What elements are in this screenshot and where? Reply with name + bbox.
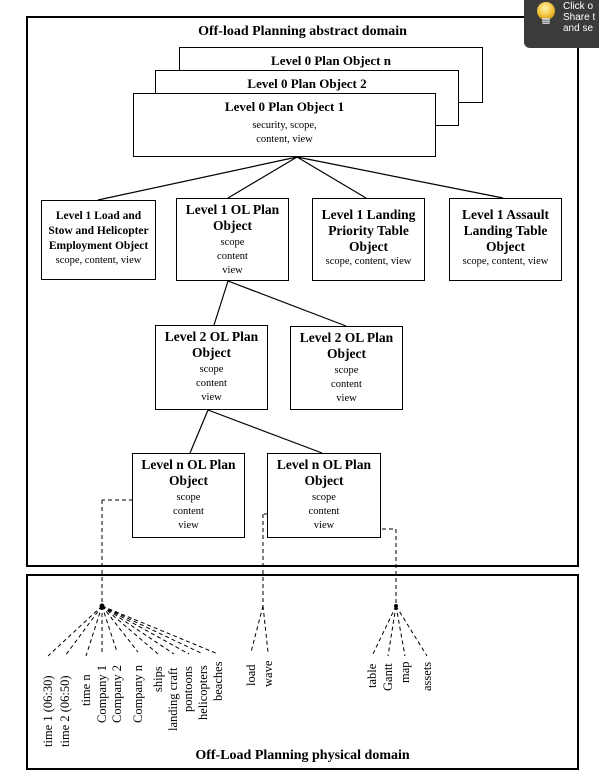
level1-assault-landing-attrs: scope, content, view — [462, 256, 549, 267]
level1-load-stow-attrs: scope, content, view — [55, 255, 142, 266]
scope-item-company-n: Company n — [131, 665, 145, 723]
level2-ol-plan-object-left: Level 2 OL Plan Object scope content vie… — [155, 325, 268, 410]
physical-domain-frame — [26, 574, 579, 770]
view-item-gantt: Gantt — [381, 663, 395, 691]
leveln-left-scope: scope — [176, 492, 201, 503]
level1-assault-landing-object: Level 1 Assault Landing Table Object sco… — [449, 198, 562, 281]
view-item-map: map — [398, 661, 412, 683]
level2-right-view: view — [336, 393, 357, 404]
level1-assault-landing-line3: Object — [486, 239, 525, 254]
level0-object-1: Level 0 Plan Object 1 security, scope, c… — [133, 93, 436, 157]
content-item-load: load — [244, 664, 258, 686]
level1-load-stow-object: Level 1 Load and Stow and Helicopter Emp… — [41, 200, 156, 280]
view-item-assets: assets — [420, 661, 434, 691]
scope-item-ships: ships — [151, 666, 165, 692]
level2-right-line2: Object — [327, 346, 366, 361]
physical-domain-title: Off-Load Planning physical domain — [195, 748, 410, 763]
level0-object-1-attrs-1: security, scope, — [252, 120, 317, 131]
level1-ol-plan-scope: scope — [220, 237, 245, 248]
level0-object-2-title: Level 0 Plan Object 2 — [247, 76, 367, 91]
tooltip-line-3: and se — [563, 23, 594, 34]
level2-left-line2: Object — [192, 345, 231, 360]
scope-item-company-2: Company 2 — [110, 665, 124, 723]
leveln-right-content: content — [308, 506, 340, 517]
leveln-right-line2: Object — [304, 473, 344, 488]
leveln-right-view: view — [313, 520, 335, 531]
leveln-left-line2: Object — [169, 473, 208, 488]
level1-ol-plan-line2: Object — [213, 218, 252, 233]
scope-item-time-2: time 2 (06:50) — [58, 675, 72, 747]
scope-item-pontoons: pontoons — [181, 666, 195, 712]
level1-ol-plan-view: view — [222, 265, 243, 276]
level1-landing-priority-line2: Priority Table — [328, 223, 409, 238]
tooltip-line-2: Share t — [563, 12, 596, 23]
scope-item-company-1: Company 1 — [95, 665, 109, 723]
leveln-left-content: content — [173, 506, 204, 517]
level2-right-scope: scope — [334, 365, 359, 376]
level0-object-n-title: Level 0 Plan Object n — [271, 53, 391, 68]
level2-right-line1: Level 2 OL Plan — [299, 330, 394, 345]
share-tooltip[interactable]: Click o Share t and se — [524, 0, 599, 48]
level2-left-scope: scope — [199, 364, 224, 375]
scope-item-time-n: time n — [79, 674, 93, 706]
level1-landing-priority-attrs: scope, content, view — [325, 256, 412, 267]
level2-ol-plan-object-right: Level 2 OL Plan Object scope content vie… — [290, 326, 403, 410]
leveln-ol-plan-object-right: Level n OL Plan Object scope content vie… — [267, 453, 381, 538]
level0-object-1-title: Level 0 Plan Object 1 — [224, 99, 345, 114]
view-item-table: table — [365, 663, 379, 688]
level1-ol-plan-content: content — [217, 251, 248, 262]
scope-item-time-1: time 1 (06:30) — [41, 675, 55, 747]
level1-assault-landing-line1: Level 1 Assault — [461, 207, 549, 222]
level1-assault-landing-line2: Landing Table — [463, 223, 548, 238]
level1-ol-plan-line1: Level 1 OL Plan — [185, 202, 280, 217]
leveln-ol-plan-object-left: Level n OL Plan Object scope content vie… — [132, 453, 245, 538]
leveln-left-line1: Level n OL Plan — [141, 457, 236, 472]
level2-left-content: content — [196, 378, 227, 389]
level2-left-line1: Level 2 OL Plan — [164, 329, 259, 344]
leveln-left-view: view — [178, 520, 199, 531]
abstract-domain-frame — [26, 16, 579, 567]
level1-load-stow-line1: Level 1 Load and — [55, 210, 142, 222]
scope-item-helicopters: helicopters — [196, 665, 210, 720]
lightbulb-icon — [537, 2, 555, 24]
level1-load-stow-line3: Employment Object — [48, 240, 149, 252]
leveln-right-line1: Level n OL Plan — [276, 457, 372, 472]
scope-item-landing-craft: landing craft — [166, 667, 180, 731]
scope-item-beaches: beaches — [211, 661, 225, 701]
level1-ol-plan-object: Level 1 OL Plan Object scope content vie… — [176, 198, 289, 281]
level2-left-view: view — [201, 392, 222, 403]
level2-right-content: content — [331, 379, 362, 390]
level1-load-stow-line2: Stow and Helicopter — [48, 225, 149, 237]
content-item-wave: wave — [261, 660, 275, 687]
tooltip-line-1: Click o — [563, 1, 594, 12]
level1-landing-priority-object: Level 1 Landing Priority Table Object sc… — [312, 198, 425, 281]
abstract-domain-title: Off-load Planning abstract domain — [198, 24, 407, 39]
level0-object-1-attrs-2: content, view — [256, 134, 313, 145]
leveln-right-scope: scope — [312, 492, 336, 503]
level1-landing-priority-line3: Object — [349, 239, 388, 254]
level1-landing-priority-line1: Level 1 Landing — [321, 207, 416, 222]
